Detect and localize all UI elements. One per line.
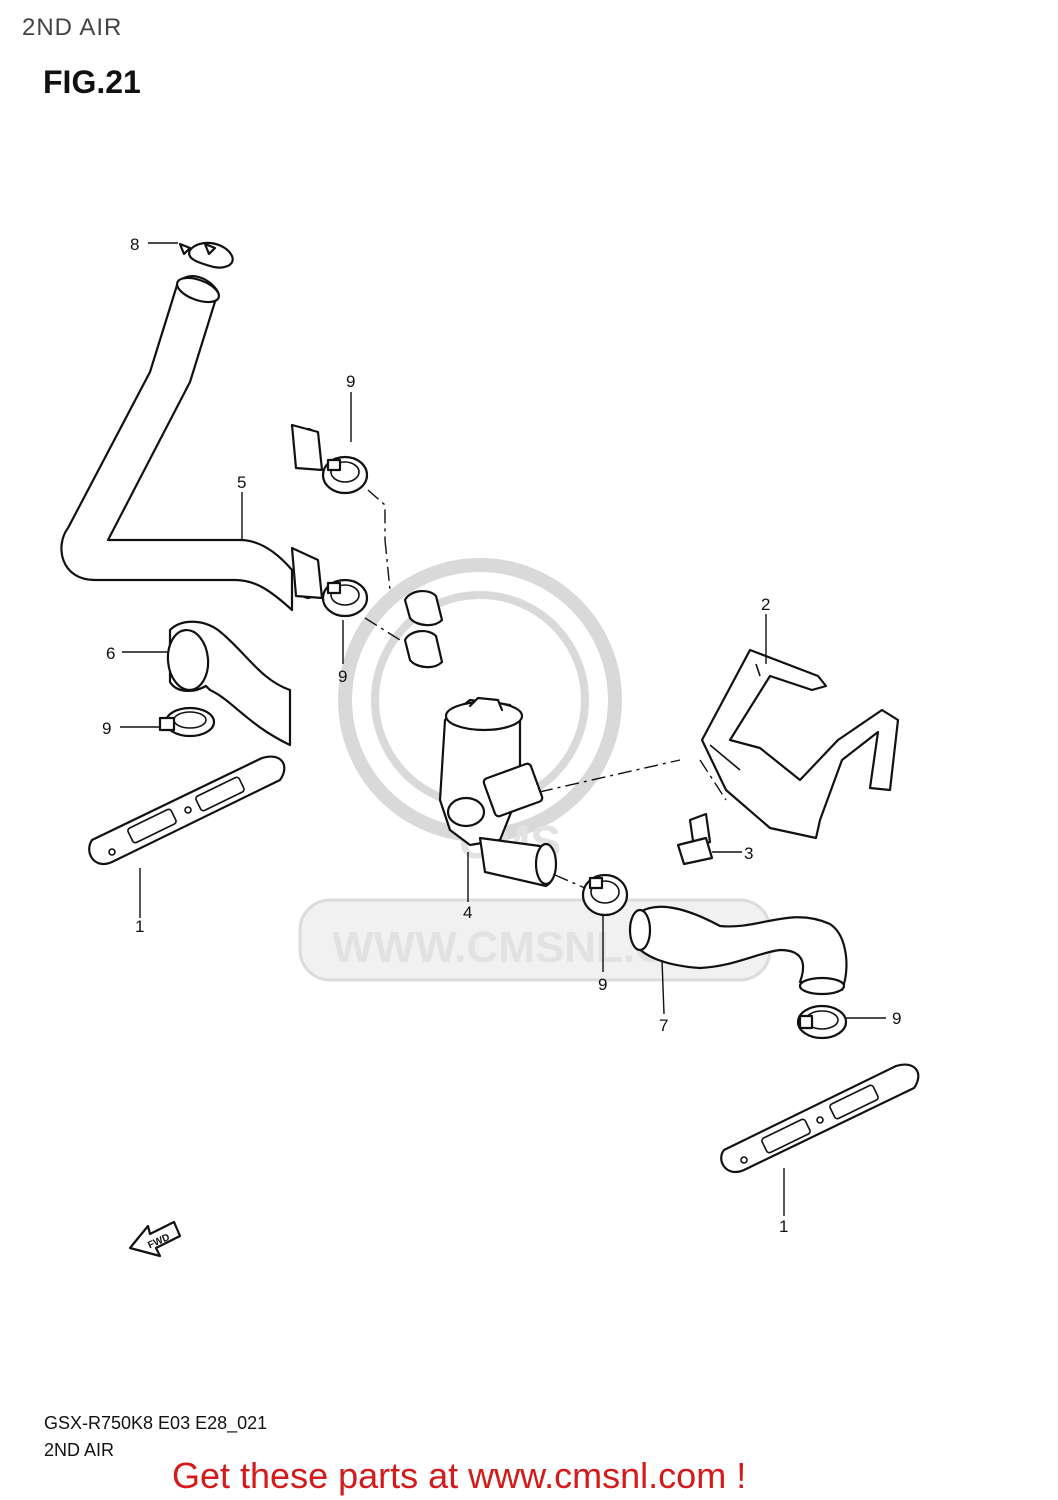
part-2-bracket[interactable] [700,648,900,840]
callout-9-center: 9 [598,975,607,994]
callout-5: 5 [237,473,246,492]
callout-9-right: 9 [892,1009,901,1028]
part-1-plate-left[interactable] [88,755,286,865]
callout-3: 3 [744,844,753,863]
part-8-clip[interactable] [178,241,234,269]
part-9-clamp-c[interactable] [158,706,216,738]
callout-2: 2 [761,595,770,614]
callout-1-right: 1 [779,1217,788,1236]
part-9-clamp-a[interactable] [321,455,369,495]
callout-6: 6 [106,644,115,663]
part-9-clamp-d[interactable] [581,873,629,917]
callout-4: 4 [463,903,472,922]
figure-label: FIG.21 [43,64,141,100]
part-6-hose[interactable] [165,620,292,747]
footer-section-name: 2ND AIR [44,1440,115,1460]
fwd-arrow-icon: FWD [128,1220,182,1258]
part-3-bolt[interactable] [676,812,714,866]
promo-link[interactable]: Get these parts at www.cmsnl.com ! [172,1455,747,1496]
part-7-hose[interactable] [628,905,848,996]
part-1-plate-right[interactable] [720,1063,920,1173]
valve-inlet-stubs [403,590,444,669]
callout-9-left: 9 [102,719,111,738]
model-code: GSX-R750K8 E03 E28_021 [44,1413,268,1433]
callout-8: 8 [130,235,139,254]
part-4-valve[interactable] [438,696,558,888]
callout-7: 7 [659,1016,668,1035]
part-9-clamp-b[interactable] [321,578,369,618]
part-9-clamp-e[interactable] [796,1004,848,1040]
callout-9-upper-mid: 9 [338,667,347,686]
callout-1-left: 1 [135,917,144,936]
part-5-hose[interactable] [60,273,324,612]
page-section-title: 2ND AIR [22,14,123,41]
callout-9-top: 9 [346,372,355,391]
